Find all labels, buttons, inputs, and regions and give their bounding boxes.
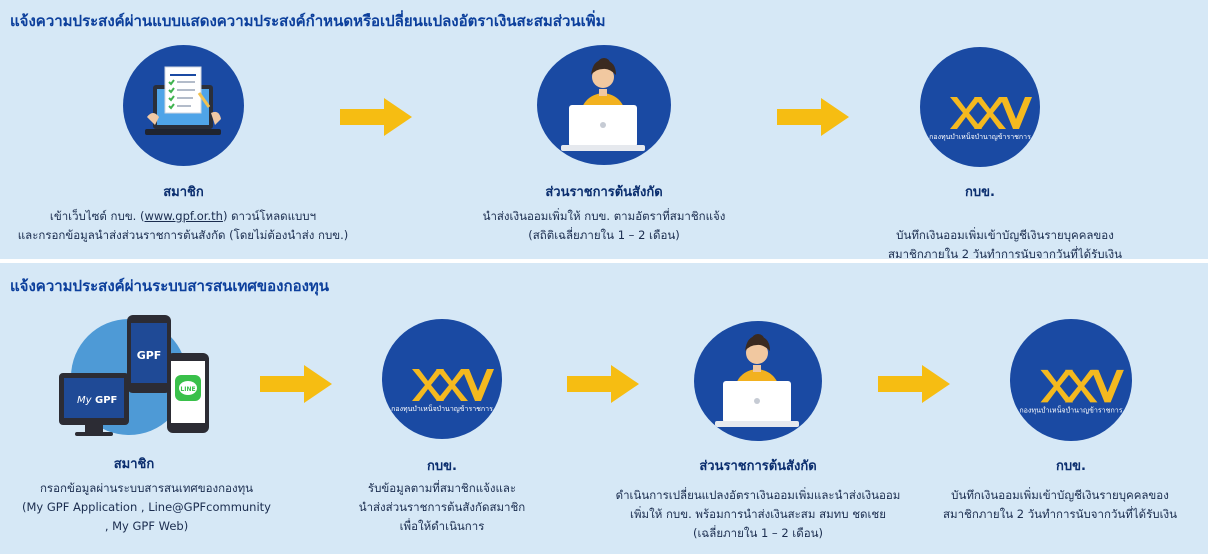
phone-gpf-label: GPF <box>137 349 162 362</box>
step-agency-label: ส่วนราชการต้นสังกัด <box>545 185 663 200</box>
step-gpf-label: กบข. <box>965 185 995 200</box>
gpf-logo-icon: กองทุนบำเหน็จบำนาญข้าราชการ <box>391 369 494 413</box>
section-2-title: แจ้งความประสงค์ผ่านระบบสารสนเทศของกองทุน <box>10 277 330 295</box>
gpf-logo-text: กองทุนบำเหน็จบำนาญข้าราชการ <box>929 132 1031 141</box>
arrow-right-icon <box>777 98 849 136</box>
agency-circle <box>694 321 822 441</box>
phone-line-icon: LINE <box>167 353 209 433</box>
gpf2-desc-line2: นำส่งส่วนราชการต้นสังกัดสมาชิก <box>358 500 526 514</box>
section-form: แจ้งความประสงค์ผ่านแบบแสดงความประสงค์กำห… <box>0 0 1208 261</box>
office-worker-icon <box>561 58 645 151</box>
gpf-logo-circle: กองทุนบำเหน็จบำนาญข้าราชการ <box>1010 319 1132 441</box>
step2-member-desc: กรอกข้อมูลผ่านระบบสารสนเทศของกองทุน (My … <box>0 479 293 536</box>
member2-desc-line3: , My GPF Web) <box>104 519 189 533</box>
arrow-right-icon <box>878 365 950 403</box>
step2-gpf-final-label: กบข. <box>1056 459 1086 474</box>
step2-member-label: สมาชิก <box>113 457 155 472</box>
arrow-right-icon <box>260 365 332 403</box>
monitor-icon: My GPF <box>59 373 129 436</box>
gpf-website-link[interactable]: www.gpf.or.th <box>144 209 223 223</box>
step-agency-desc: นำส่งเงินออมเพิ่มให้ กบข. ตามอัตราที่สมา… <box>454 207 754 245</box>
step2-gpf-label: กบข. <box>427 459 457 474</box>
member-form-circle <box>123 45 244 166</box>
step2-gpf-desc: รับข้อมูลตามที่สมาชิกแจ้งและ นำส่งส่วนรา… <box>312 479 572 536</box>
gpf-desc-line1: บันทึกเงินออมเพิ่มเข้าบัญชีเงินรายบุคคลข… <box>896 228 1114 242</box>
gpf-logo-circle: กองทุนบำเหน็จบำนาญข้าราชการ <box>920 47 1040 167</box>
monitor-label-my: My <box>77 395 93 406</box>
agency-desc-line2: (สถิติเฉลี่ยภายใน 1 – 2 เดือน) <box>528 228 680 242</box>
agency-circle <box>537 45 671 165</box>
arrow-right-icon <box>567 365 639 403</box>
line-label: LINE <box>180 386 195 393</box>
member-desc-text-b: ) ดาวน์โหลดแบบฯ <box>222 209 317 223</box>
step-member-desc: เข้าเว็บไซต์ กบข. (www.gpf.or.th) ดาวน์โ… <box>8 207 358 245</box>
step2-gpf-final-desc: บันทึกเงินออมเพิ่มเข้าบัญชีเงินรายบุคคลข… <box>920 486 1200 524</box>
gpf-logo-text: กองทุนบำเหน็จบำนาญข้าราชการ <box>1019 405 1122 415</box>
gpf-final-desc-line2: สมาชิกภายใน 2 วันทำการนับจากวันที่ได้รับ… <box>942 507 1177 521</box>
member-desc-line2: และกรอกข้อมูลนำส่งส่วนราชการต้นสังกัด (โ… <box>17 228 349 242</box>
arrow-right-icon <box>340 98 412 136</box>
office-worker-icon <box>715 334 799 427</box>
agency2-desc-line2: เพิ่มให้ กบข. พร้อมการนำส่งเงินสะสม สมทบ… <box>630 507 886 521</box>
gpf-desc-line2: สมาชิกภายใน 2 วันทำการนับจากวันที่ได้รับ… <box>887 247 1122 261</box>
gpf-logo-circle: กองทุนบำเหน็จบำนาญข้าราชการ <box>382 319 502 439</box>
step2-agency-label: ส่วนราชการต้นสังกัด <box>699 459 817 474</box>
monitor-label-gpf: GPF <box>95 395 117 406</box>
step2-agency-desc: ดำเนินการเปลี่ยนแปลงอัตราเงินออมเพิ่มและ… <box>598 486 918 543</box>
section-online: แจ้งความประสงค์ผ่านระบบสารสนเทศของกองทุน… <box>0 263 1208 554</box>
devices-illustration: My GPF GPF LINE <box>59 315 209 436</box>
gpf-final-desc-line1: บันทึกเงินออมเพิ่มเข้าบัญชีเงินรายบุคคลข… <box>951 488 1169 502</box>
member2-desc-line2: (My GPF Application , Line@GPFcommunity <box>22 500 271 514</box>
gpf2-desc-line3: เพื่อให้ดำเนินการ <box>399 519 485 533</box>
gpf-logo-text: กองทุนบำเหน็จบำนาญข้าราชการ <box>391 404 493 413</box>
gpf2-desc-line1: รับข้อมูลตามที่สมาชิกแจ้งและ <box>367 481 517 495</box>
member2-desc-line1: กรอกข้อมูลผ่านระบบสารสนเทศของกองทุน <box>39 481 254 495</box>
agency2-desc-line3: (เฉลี่ยภายใน 1 – 2 เดือน) <box>693 526 823 540</box>
section-1-title: แจ้งความประสงค์ผ่านแบบแสดงความประสงค์กำห… <box>10 12 606 30</box>
step-gpf-desc: บันทึกเงินออมเพิ่มเข้าบัญชีเงินรายบุคคลข… <box>855 226 1155 264</box>
laptop-form-icon <box>145 66 221 135</box>
gpf-logo-icon: กองทุนบำเหน็จบำนาญข้าราชการ <box>929 97 1032 141</box>
gpf-logo-icon: กองทุนบำเหน็จบำนาญข้าราชการ <box>1019 369 1124 415</box>
phone-gpf-icon: GPF <box>127 315 171 393</box>
agency2-desc-line1: ดำเนินการเปลี่ยนแปลงอัตราเงินออมเพิ่มและ… <box>615 488 901 502</box>
section-divider <box>0 259 1208 263</box>
member-desc-text-a: เข้าเว็บไซต์ กบข. ( <box>49 209 145 223</box>
step-member-label: สมาชิก <box>163 185 204 200</box>
agency-desc-line1: นำส่งเงินออมเพิ่มให้ กบข. ตามอัตราที่สมา… <box>482 209 726 223</box>
